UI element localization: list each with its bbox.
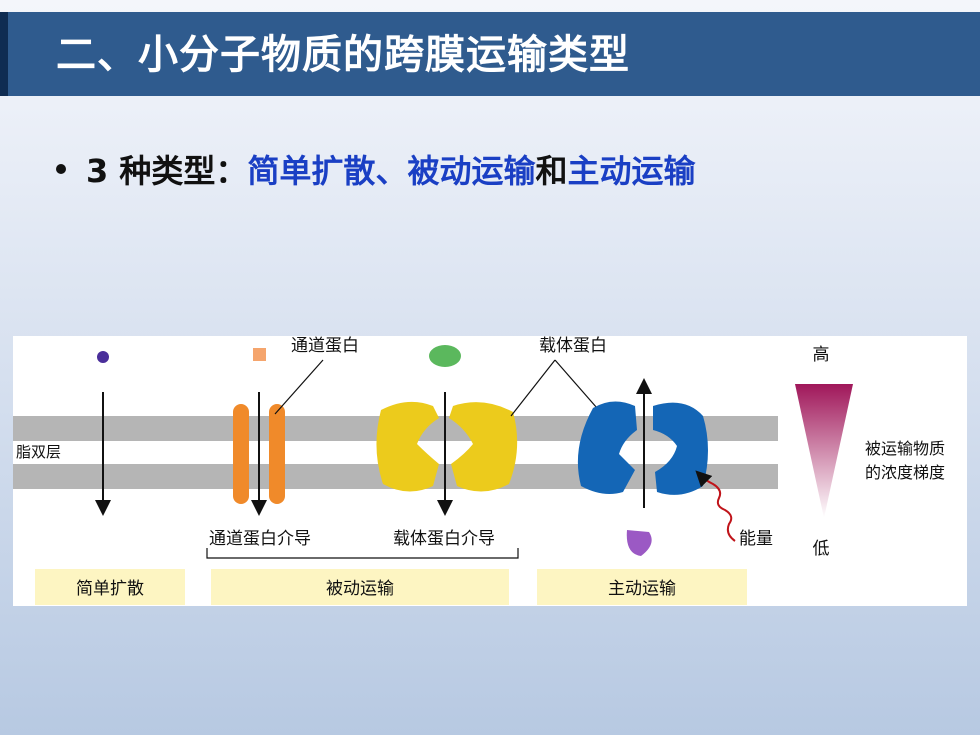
bullet-type-active: 主动运输 (567, 152, 696, 190)
category-box-passive (211, 569, 509, 605)
category-active-transport: 主动运输 (608, 579, 676, 599)
title-bar (0, 12, 980, 96)
bullet-type-simple: 简单扩散 (247, 152, 376, 190)
channel-protein-left (233, 404, 249, 504)
bullet-conjunction: 和 (535, 152, 568, 190)
passive-carrier-left (376, 401, 439, 492)
slide-title: 二、小分子物质的跨膜运输类型 (56, 32, 630, 78)
category-simple-diffusion: 简单扩散 (76, 579, 144, 599)
channel-protein-right (269, 404, 285, 504)
label-gradient-line2: 的浓度梯度 (865, 463, 945, 482)
bullet-dot-icon (56, 164, 66, 174)
transported-solute-icon (626, 530, 652, 556)
passive-carrier-right (449, 402, 518, 492)
bullet-separator: 、 (375, 152, 408, 190)
transport-diagram-svg: 脂双层 通道蛋白 载体蛋白 能量 通道蛋白介导 载体蛋白介导 简单扩散 (13, 336, 945, 605)
label-carrier-protein: 载体蛋白 (539, 336, 607, 356)
label-high: 高 (813, 345, 830, 365)
title-accent (0, 12, 8, 96)
category-box-simple (35, 569, 185, 605)
carrier-solute-icon (429, 345, 461, 367)
passive-bracket (206, 548, 519, 559)
label-lipid-bilayer: 脂双层 (16, 443, 61, 461)
carrier-pointer-line-1 (510, 359, 556, 417)
transport-diagram: 脂双层 通道蛋白 载体蛋白 能量 通道蛋白介导 载体蛋白介导 简单扩散 (13, 336, 967, 606)
energy-wave-arrow (695, 470, 736, 542)
bullet-prefix: 3 种类型： (86, 152, 248, 190)
concentration-gradient-triangle (795, 384, 853, 518)
ion-square-icon (253, 348, 266, 361)
active-carrier-right (653, 402, 708, 495)
active-carrier-left (577, 401, 637, 494)
label-gradient-line1: 被运输物质 (865, 439, 945, 458)
label-channel-mediated: 通道蛋白介导 (209, 529, 311, 549)
small-molecule-icon (97, 351, 109, 363)
label-energy: 能量 (739, 529, 773, 549)
label-channel-protein: 通道蛋白 (291, 336, 359, 356)
carrier-pointer-line-2 (554, 359, 598, 409)
category-passive-transport: 被动运输 (326, 579, 394, 599)
channel-pointer-line (274, 359, 324, 415)
label-carrier-mediated: 载体蛋白介导 (393, 529, 495, 549)
category-box-active (537, 569, 747, 605)
bullet-type-passive: 被动运输 (407, 152, 536, 190)
label-low: 低 (813, 539, 830, 559)
bullet-line: 3 种类型：简单扩散、被动运输和主动运输 (56, 146, 696, 192)
